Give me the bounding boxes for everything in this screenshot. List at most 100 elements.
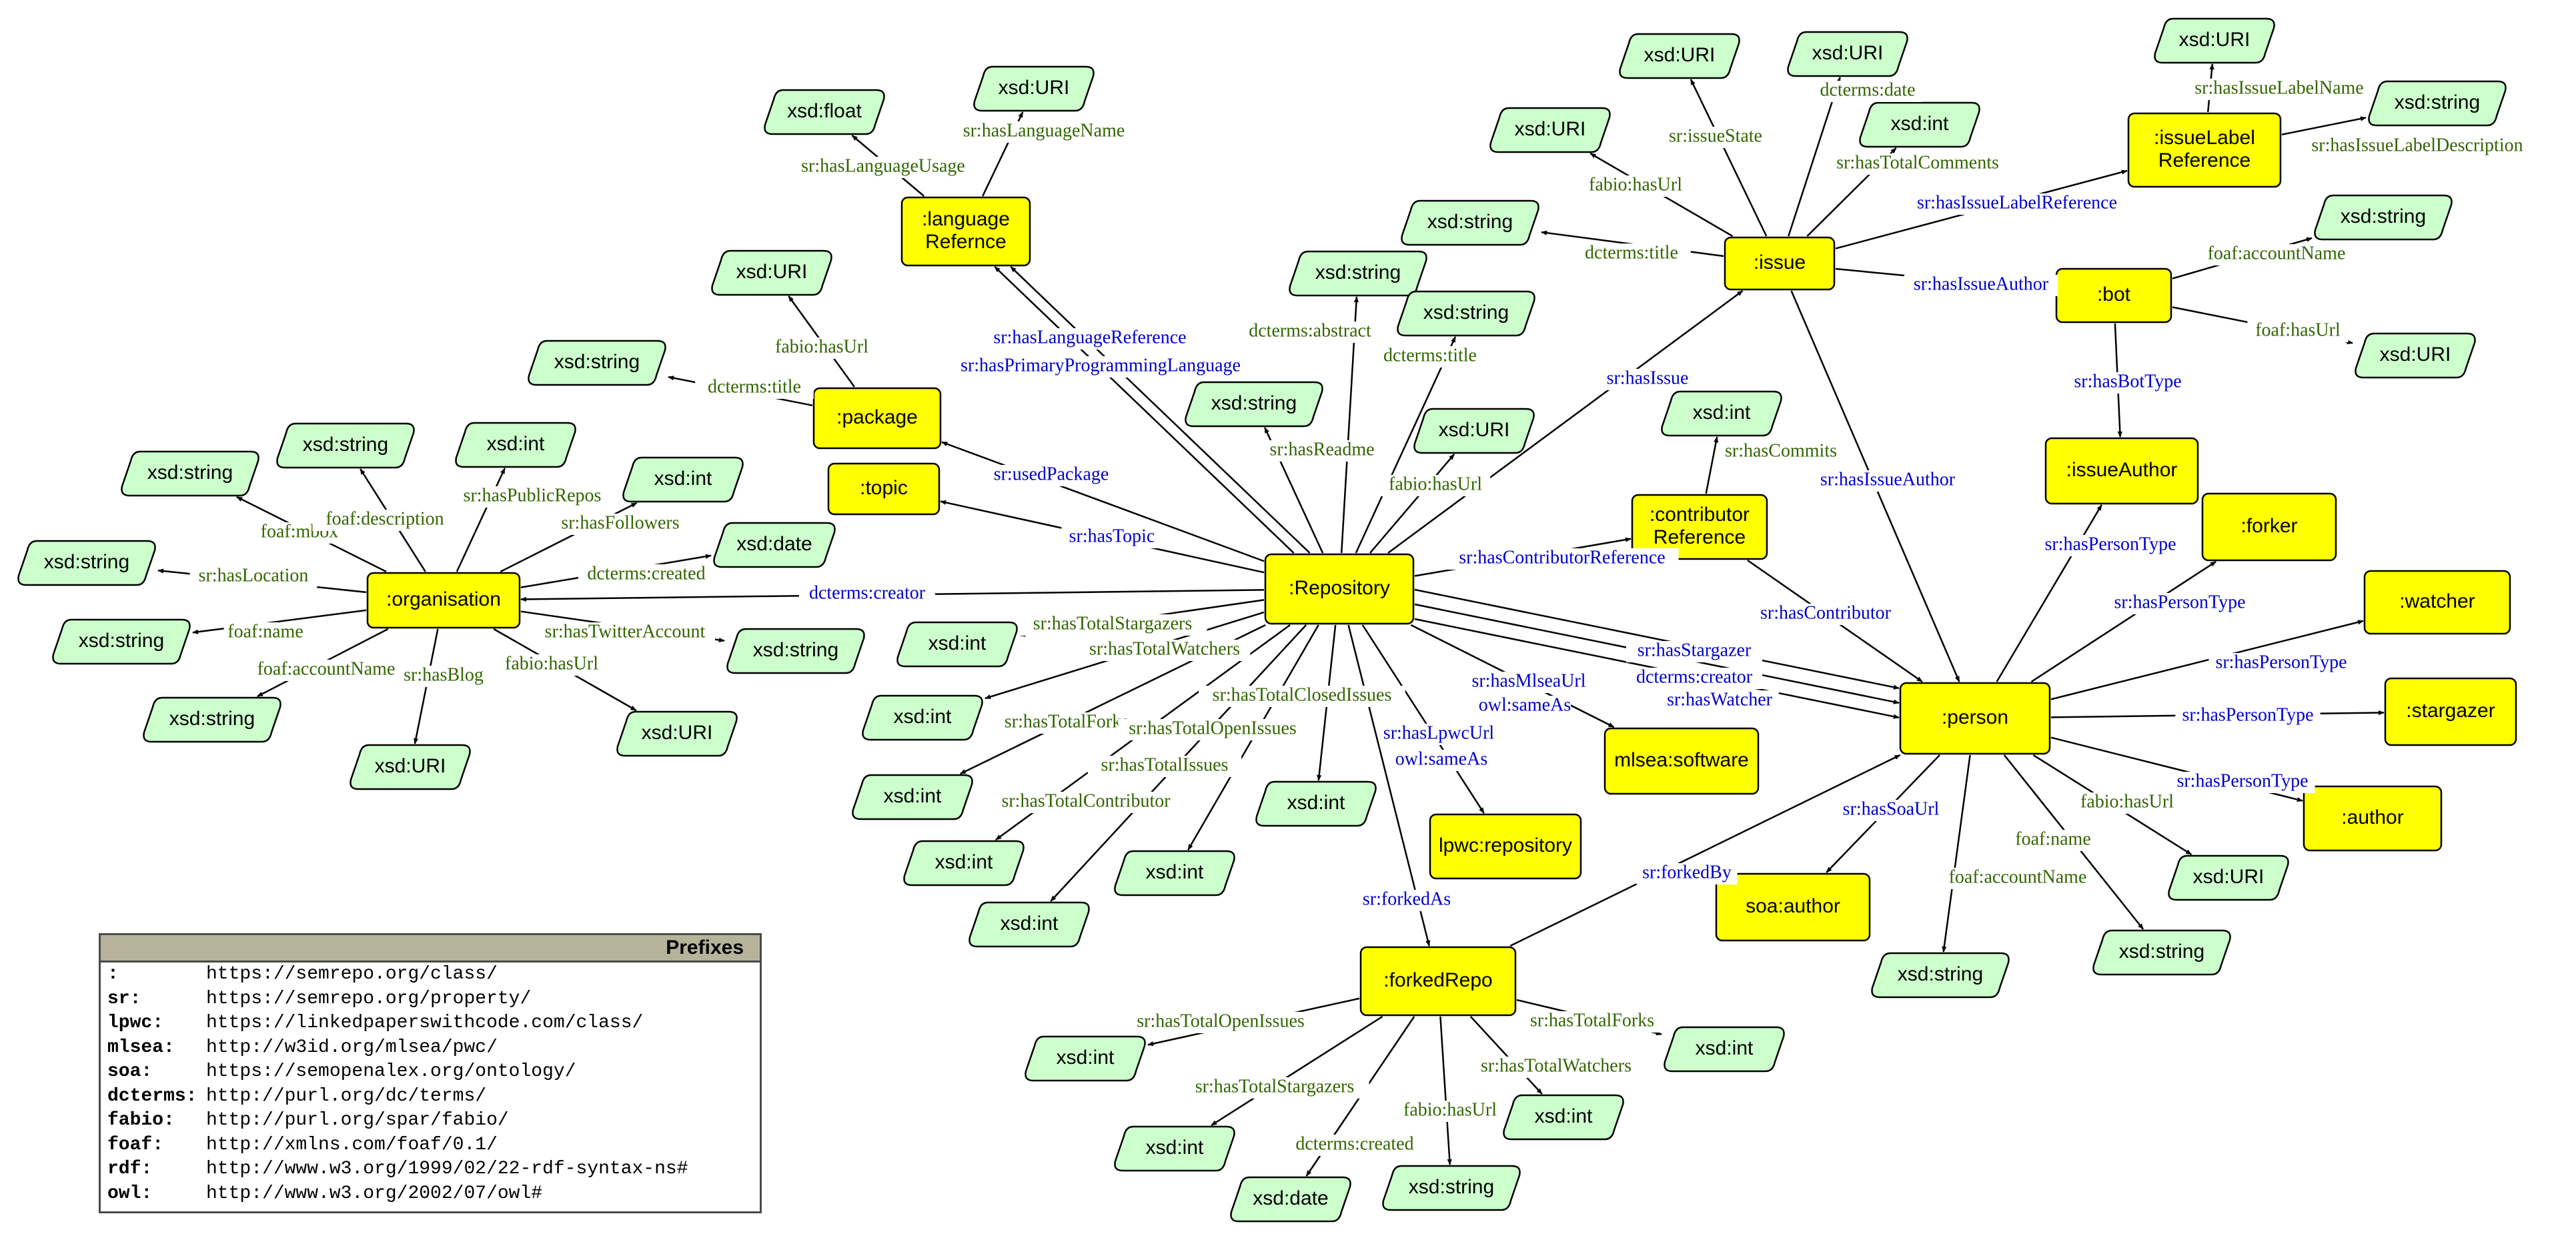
class-node-topic: :topic — [827, 462, 940, 516]
node-shape — [2168, 854, 2289, 901]
node-label: xsd:URI — [375, 755, 446, 777]
edge-label: dcterms:created — [1295, 1133, 1413, 1154]
node-shape — [1382, 1165, 1521, 1211]
node-shape — [350, 744, 471, 790]
node-shape — [1664, 1026, 1785, 1073]
node-shape — [2355, 332, 2476, 379]
edge-label: sr:hasIssue — [1607, 368, 1689, 388]
node-shape — [2044, 437, 2199, 505]
class-node-forkedrepo: :forkedRepo — [1359, 946, 1517, 1017]
edge-label: sr:hasIssueLabelDescription — [2311, 135, 2523, 155]
edge-label-bg — [2204, 244, 2349, 265]
edge-label: sr:hasLanguageUsage — [801, 155, 965, 176]
prefix-key: soa: — [107, 1061, 153, 1082]
class-node-organisation: :organisation — [366, 572, 521, 629]
prefix-row: sr:https://semrepo.org/property/ — [101, 987, 760, 1012]
edge-per-account — [1942, 754, 1971, 953]
literal-node-lang-usage: xsd:float — [764, 89, 885, 135]
node-shape — [121, 450, 259, 497]
edge-label-bg — [1636, 863, 1738, 884]
node-label: xsd:int — [1287, 792, 1345, 814]
literal-node-iss-title: xsd:string — [1401, 199, 1539, 246]
node-label: xsd:date — [736, 533, 812, 555]
edge-label: sr:hasTotalStargazers — [1195, 1076, 1355, 1097]
node-shape — [2154, 17, 2275, 64]
edge-label: sr:hasTotalOpenIssues — [1129, 718, 1297, 738]
node-label: xsd:string — [554, 351, 640, 373]
edge-label-bg — [455, 486, 610, 508]
edge-label-bg — [2107, 593, 2252, 614]
edge-label-bg — [1379, 724, 1498, 745]
node-shape — [2303, 785, 2443, 852]
node-shape — [969, 901, 1090, 948]
node-label: :issueAuthor — [2066, 459, 2178, 481]
prefix-iri: http://www.w3.org/2002/07/owl# — [206, 1183, 543, 1204]
node-label: xsd:URI — [2380, 344, 2451, 366]
edge-label-bg — [1445, 548, 1679, 570]
node-shape — [1631, 494, 1768, 560]
literal-node-fr-star: xsd:int — [1114, 1125, 1235, 1172]
class-node-mlsea: mlsea:software — [1603, 727, 1760, 795]
node-shape — [2368, 80, 2507, 127]
edge-label-bg — [2208, 653, 2354, 674]
edge-label-bg — [1118, 719, 1307, 740]
edge-label-bg — [552, 514, 688, 535]
node-shape — [1715, 872, 1871, 942]
edge-label-bg — [1237, 322, 1383, 343]
literal-node-per-url: xsd:URI — [2168, 854, 2289, 901]
edge-label-bg — [1626, 641, 1762, 662]
edge-label-bg — [1836, 800, 1946, 821]
edge-repo-pkg — [941, 441, 1265, 562]
literal-node-pkg-title: xsd:string — [528, 340, 666, 386]
class-node-watcher: :watcher — [2363, 570, 2511, 635]
literal-node-fr-open: xsd:int — [1025, 1035, 1146, 1082]
node-label: Reference — [2158, 149, 2250, 171]
edge-label-bg — [797, 157, 969, 178]
prefix-row: soa:https://semopenalex.org/ontology/ — [101, 1060, 760, 1085]
prefix-key: mlsea: — [107, 1037, 175, 1058]
literal-node-per-name: xsd:string — [2092, 929, 2231, 976]
node-label: :forkedRepo — [1383, 969, 1492, 991]
edge-label: fabio:hasUrl — [505, 653, 598, 674]
literal-node-repo-watch: xsd:int — [862, 694, 983, 741]
node-label: xsd:int — [1146, 1137, 1204, 1159]
node-label: :organisation — [386, 588, 501, 610]
node-label: xsd:string — [147, 462, 233, 484]
node-shape — [1661, 390, 1782, 437]
node-label: xsd:URI — [2193, 866, 2265, 888]
node-shape — [2314, 194, 2453, 241]
prefix-list: :https://semrepo.org/class/sr:https://se… — [101, 963, 760, 1206]
edge-label: dcterms:title — [1585, 242, 1678, 263]
edge-label-bg — [987, 328, 1193, 350]
node-shape — [2127, 112, 2282, 188]
edge-label-bg — [1061, 527, 1163, 548]
node-label: xsd:URI — [1439, 419, 1510, 441]
node-shape — [616, 710, 738, 757]
edge-label: sr:hasLanguageName — [963, 120, 1125, 141]
node-label: xsd:string — [1315, 261, 1401, 283]
node-label: xsd:string — [2341, 205, 2426, 227]
node-label: :contributor — [1650, 504, 1750, 526]
edge-label-bg — [1832, 153, 2004, 175]
node-label: xsd:string — [1211, 392, 1297, 414]
edge-fr-watch — [1469, 1016, 1543, 1095]
prefix-iri: https://semrepo.org/property/ — [206, 988, 532, 1009]
node-shape — [1114, 850, 1235, 896]
edge-repo-title — [1355, 336, 1457, 554]
node-shape — [2201, 492, 2337, 562]
edge-label-bg — [1660, 690, 1779, 712]
node-shape — [1230, 1176, 1351, 1223]
edge-label: fabio:hasUrl — [1389, 474, 1482, 494]
edge-label-bg — [1018, 614, 1207, 636]
literal-node-org-blog: xsd:URI — [350, 744, 471, 790]
edge-contrib-commits — [1705, 436, 1719, 494]
edge-label: sr:hasIssueAuthor — [1914, 273, 2049, 294]
node-shape — [1264, 553, 1415, 625]
edge-label-bg — [987, 792, 1185, 813]
node-shape — [852, 774, 973, 820]
node-shape — [1397, 290, 1535, 337]
edge-label-bg — [2011, 830, 2095, 851]
node-shape — [2092, 929, 2231, 976]
literal-node-fr-created: xsd:date — [1230, 1176, 1351, 1223]
